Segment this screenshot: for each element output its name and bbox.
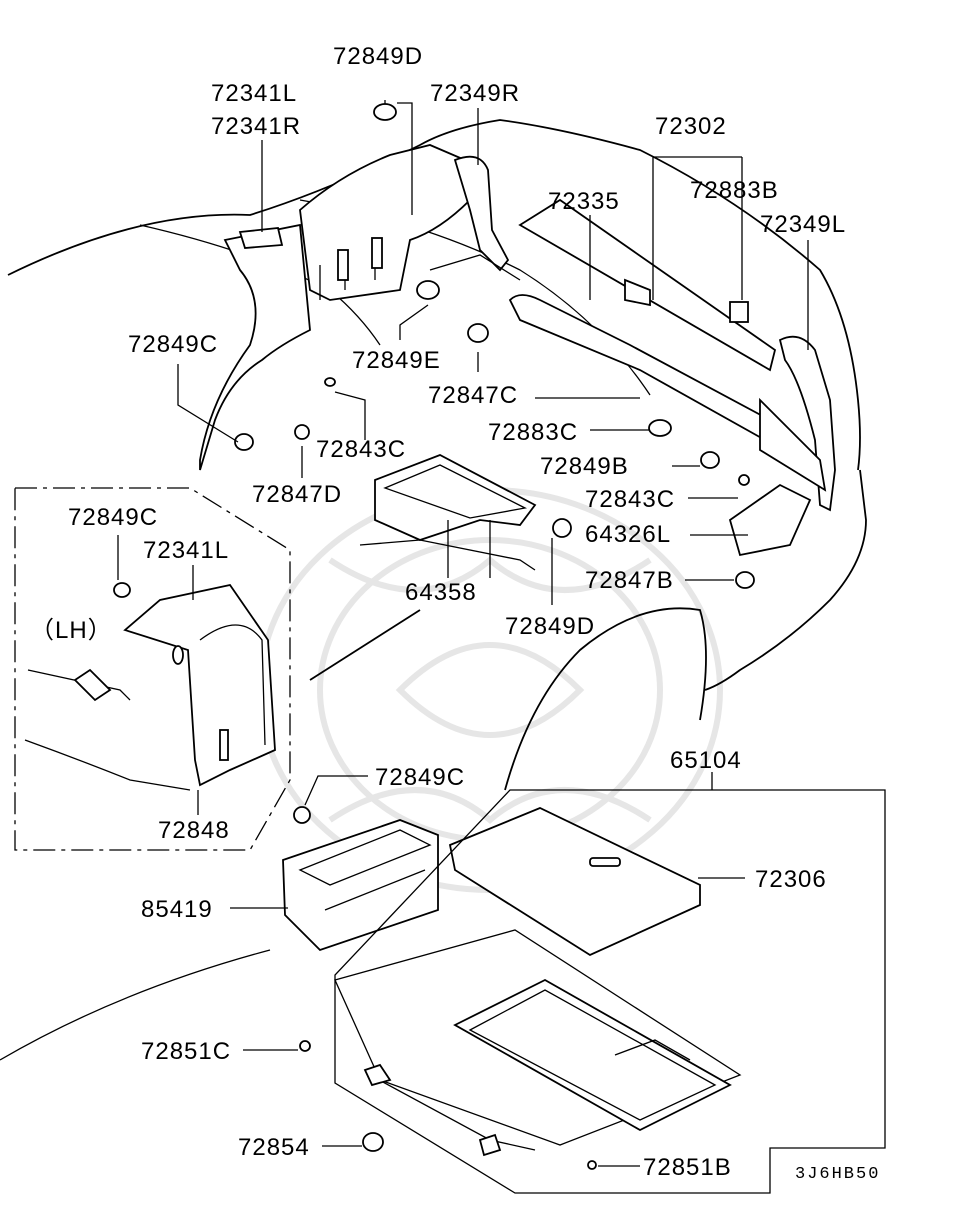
label-72851c: 72851C (141, 1038, 231, 1065)
label-72851b: 72851B (643, 1154, 732, 1181)
label-72883c: 72883C (488, 419, 578, 446)
label-72849e: 72849E (352, 347, 441, 374)
label-72341r: 72341R (211, 113, 301, 140)
label-72848: 72848 (158, 817, 230, 844)
inset-label-lh: （LH） (30, 617, 113, 644)
inset-box (14, 487, 291, 851)
label-72849d-mid: 72849D (505, 613, 595, 640)
label-72349r: 72349R (430, 80, 520, 107)
label-72847d: 72847D (252, 481, 342, 508)
label-72849c-left: 72849C (128, 331, 218, 358)
board-72306 (448, 807, 701, 957)
label-72843c-right: 72843C (585, 486, 675, 513)
label-72847b: 72847B (585, 567, 674, 594)
label-64326l: 64326L (585, 521, 671, 548)
quarter-trim-left (199, 144, 510, 471)
storage-box-85419 (282, 819, 439, 952)
label-72341l-inset: 72341L (143, 537, 229, 564)
label-72341l: 72341L (211, 80, 297, 107)
label-72883b: 72883B (690, 177, 779, 204)
kit-boundary-65104 (334, 789, 886, 1194)
trunk-floor-panel (429, 198, 777, 442)
label-72849d-top: 72849D (333, 43, 423, 70)
diagram-code: 3J6HB50 (795, 1165, 880, 1184)
label-72849c-lower: 72849C (375, 764, 465, 791)
tray-part (359, 454, 537, 571)
fasteners (234, 103, 755, 1170)
label-64358: 64358 (405, 579, 477, 606)
label-72306: 72306 (755, 866, 827, 893)
label-72335: 72335 (548, 188, 620, 215)
label-85419: 85419 (141, 896, 213, 923)
label-72847c: 72847C (428, 382, 518, 409)
label-72849b: 72849B (540, 453, 629, 480)
floor-tray-box (334, 929, 742, 1157)
part-labels: 72849D 72341L 72341R 72349R 72302 72883B… (30, 43, 880, 1184)
label-72843c-mid: 72843C (316, 436, 406, 463)
label-65104: 65104 (670, 747, 742, 774)
leader-lines (117, 100, 809, 1167)
label-72302: 72302 (655, 113, 727, 140)
label-72349l: 72349L (760, 211, 846, 238)
label-72849c-inset: 72849C (68, 504, 158, 531)
quarter-trim-right (728, 335, 836, 557)
label-72854: 72854 (238, 1134, 310, 1161)
